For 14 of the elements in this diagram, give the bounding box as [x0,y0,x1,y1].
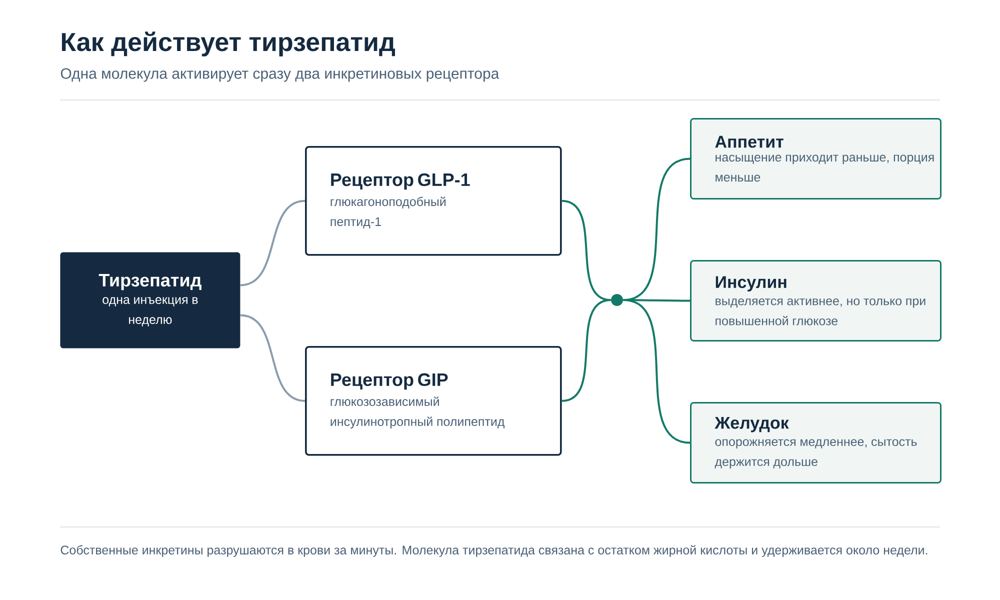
connector [240,314,306,402]
connector [562,299,612,402]
connector [240,200,306,286]
receptor-box: Рецептор GIP глюкозозависимый инсулинотропный полипептид [305,346,562,456]
connector [623,299,690,444]
drug-box: Тирзепатид одна инъекция в неделю [60,252,240,348]
receptor-box: Рецептор GLP-1 глюкагоноподобный пептид-1 [305,146,562,256]
effect-box: Желудок опорожняется медленнее, сытость держится дольше [690,402,942,484]
footnote: Собственные инкретины разрушаются в крови за минуты. Молекула тирзепатида связана с остатком жирной кислоты и удерживается около недели. [60,545,928,557]
subtitle: Одна молекула активирует сразу два инкретиновых рецептора [60,68,500,82]
effect-box: Инсулин выделяется активнее, но только при повышенной глюкозе [690,260,942,342]
junction-dot [611,294,623,306]
title: Как действует тирзепатид [62,32,395,56]
effect-box: Аппетит насыщение приходит раньше, порция меньше [690,118,942,200]
